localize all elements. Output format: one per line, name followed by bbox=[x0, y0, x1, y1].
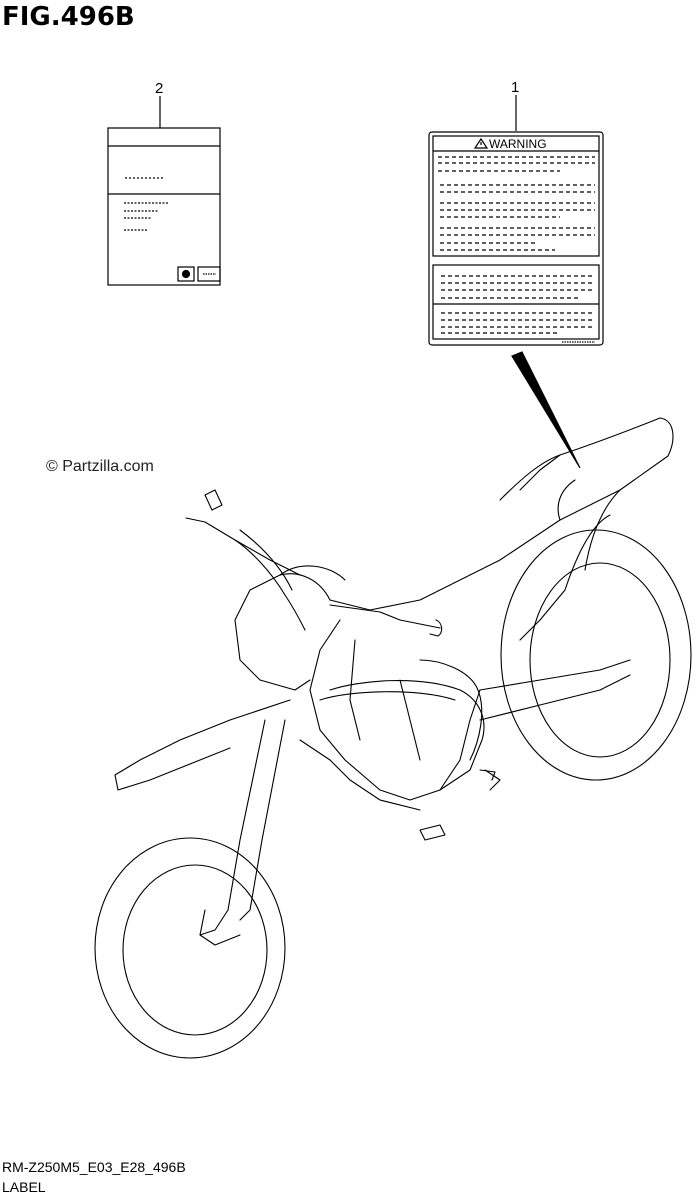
section-label: LABEL bbox=[2, 1179, 46, 1195]
warning-triangle-icon bbox=[473, 137, 489, 149]
front-wheel bbox=[94, 837, 286, 1059]
label-pointer bbox=[511, 351, 581, 469]
rear-wheel bbox=[500, 529, 692, 781]
warning-label-part[interactable] bbox=[428, 131, 604, 346]
callout-number-1[interactable]: 1 bbox=[511, 79, 520, 96]
callout-number-2[interactable]: 2 bbox=[155, 80, 164, 97]
watermark: © Partzilla.com bbox=[46, 458, 154, 475]
figure-code: RM-Z250M5_E03_E28_496B bbox=[2, 1159, 186, 1175]
figure-title: FIG.496B bbox=[2, 2, 135, 32]
warning-heading: WARNING bbox=[489, 137, 547, 151]
manual-label-part[interactable] bbox=[107, 127, 221, 286]
motorcycle-outline bbox=[94, 417, 692, 1059]
